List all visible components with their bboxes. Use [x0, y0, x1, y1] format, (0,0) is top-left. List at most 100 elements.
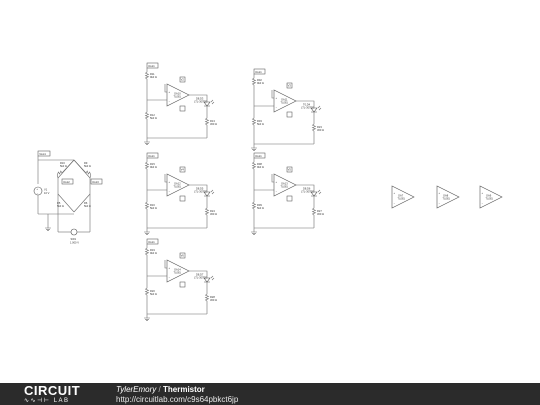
- resistor-symbol[interactable]: [73, 159, 92, 179]
- led-name: T0,D4: [303, 103, 311, 107]
- source-name: V1: [44, 188, 48, 192]
- opamp-minus: −: [439, 202, 441, 205]
- opamp-symbol[interactable]: [273, 173, 297, 197]
- resistor-value: 5k0 Ω: [150, 116, 157, 120]
- ground-node-tag: [179, 105, 186, 112]
- opamp-symbol[interactable]: [391, 185, 415, 209]
- led-light-icon: [317, 189, 322, 195]
- wire: [271, 174, 274, 183]
- resistor-symbol: [144, 276, 150, 314]
- ground-symbol: [251, 144, 257, 151]
- out-node-label: V3: [288, 84, 292, 88]
- resistor-name: R03: [257, 119, 262, 123]
- bridge-resistor-0-name: R16: [60, 161, 65, 165]
- net-tag-label: Vout1: [148, 240, 155, 244]
- out-node-label: V5: [288, 168, 292, 172]
- resistor-name: R24: [210, 209, 215, 213]
- opamp-model: TL081: [174, 271, 182, 275]
- resistor-name: R11: [150, 72, 155, 76]
- resistor-name: R09: [257, 203, 262, 207]
- bridge-resistor-0-value: 5k0 Ω: [60, 164, 67, 168]
- resistor-value: 300 Ω: [317, 128, 324, 132]
- circuit-info: TylerEmory / Thermistor http://circuitla…: [116, 385, 238, 405]
- ground-symbol: [144, 314, 150, 321]
- resistor-name: R27: [317, 209, 322, 213]
- resistor-value: 300 Ω: [317, 212, 324, 216]
- resistor-value: 9k0 Ω: [150, 165, 157, 169]
- opamp-symbol[interactable]: [436, 185, 460, 209]
- out-node-label: V2: [181, 78, 185, 82]
- ground-node-tag: [179, 195, 186, 202]
- ground-node-tag: [286, 111, 293, 118]
- resistor-symbol: [144, 68, 150, 100]
- circuit-title[interactable]: Thermistor: [163, 385, 205, 394]
- resistor-symbol: [251, 74, 257, 106]
- resistor-symbol[interactable]: [56, 159, 75, 179]
- logo-text: CIRCUIT: [24, 383, 81, 398]
- opamp-plus: +: [169, 181, 171, 184]
- bridge-resistor-1-name: R9: [84, 161, 88, 165]
- led-name: D8,D5: [196, 187, 204, 191]
- opamp-minus: −: [394, 202, 396, 205]
- opamp-name: OA12: [174, 182, 181, 186]
- resistor-name: R15: [150, 162, 155, 166]
- wire: [164, 84, 167, 93]
- resistor-value: 300 Ω: [210, 122, 217, 126]
- net-tag-vout1: [37, 150, 51, 157]
- resistor-name: R16: [150, 203, 155, 207]
- circuit-url[interactable]: http://circuitlab.com/c9s64pbkct6jp: [116, 395, 239, 404]
- opamp-minus: −: [169, 190, 171, 193]
- wheatstone-bridge[interactable]: Vout1 + − V1 10 V R16 5k0 Ω R9 5k0 Ω R5 …: [33, 150, 103, 245]
- opamp-symbol[interactable]: [479, 185, 503, 209]
- opamp-symbol[interactable]: [166, 259, 190, 283]
- led-light-icon: [317, 105, 322, 111]
- out-node-tag: [179, 252, 186, 259]
- resistor-symbol: [204, 282, 210, 314]
- opamp-symbol[interactable]: [273, 89, 297, 113]
- author-link[interactable]: TylerEmory: [116, 385, 157, 394]
- ground-symbol: [144, 228, 150, 235]
- source-value: 10 V: [44, 191, 50, 195]
- opamp-plus: +: [439, 192, 441, 195]
- bridge-resistor-1-value: 5k0 Ω: [84, 164, 91, 168]
- resistor-symbol: [144, 158, 150, 190]
- net-tag-vout1: [146, 152, 159, 159]
- opamp-name: OA14: [174, 268, 181, 272]
- resistor-name: R12: [150, 113, 155, 117]
- ground-symbol: [144, 138, 150, 145]
- resistor-value: 300 Ω: [210, 212, 217, 216]
- net-tag-label: Vout1: [148, 64, 155, 68]
- resistor-value: 9k0 Ω: [150, 75, 157, 79]
- net-tag-vout3: [90, 178, 103, 185]
- opamp-model: TL081: [486, 197, 494, 201]
- ground-symbol: [45, 227, 51, 231]
- opamp-symbol[interactable]: [166, 83, 190, 107]
- voltmeter-symbol[interactable]: [70, 228, 78, 236]
- wire: [296, 184, 315, 192]
- led-light-icon: [210, 99, 215, 105]
- opamp-symbol[interactable]: [166, 173, 190, 197]
- out-node-tag: [179, 166, 186, 173]
- svg-text:+: +: [36, 188, 38, 191]
- wire: [189, 270, 208, 278]
- circuitlab-logo[interactable]: CIRCUIT ∿∿⊣⊢ LAB: [24, 384, 94, 404]
- resistor-symbol: [311, 196, 317, 228]
- opamp-plus: +: [394, 192, 396, 195]
- bridge-resistor-2-value: 5k0 Ω: [57, 204, 64, 208]
- resistor-name: R28: [210, 295, 215, 299]
- logo-subtext: LAB: [53, 398, 70, 404]
- net-tag-label: Vout1: [148, 154, 155, 158]
- schematic-canvas[interactable]: Vout1 + − V1 10 V R16 5k0 Ω R9 5k0 Ω R5 …: [0, 0, 540, 383]
- resistor-name: R23: [317, 125, 322, 129]
- opamp-model: TL081: [281, 185, 289, 189]
